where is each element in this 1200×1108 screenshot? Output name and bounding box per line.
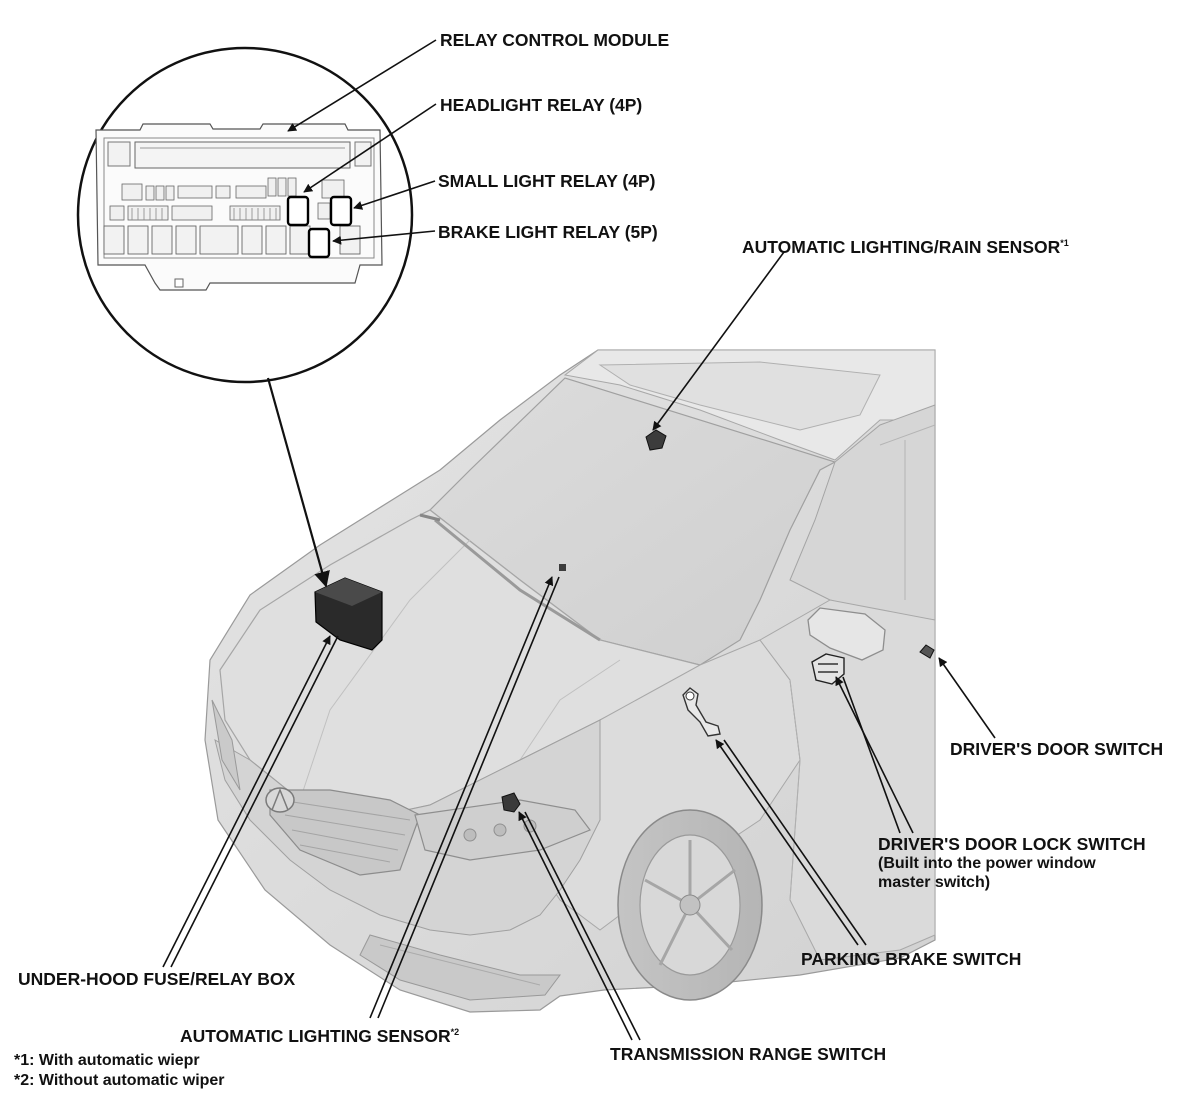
small-light-relay-label: SMALL LIGHT RELAY (4P) [438, 171, 656, 191]
auto-lighting-rain-sensor-text: AUTOMATIC LIGHTING/RAIN SENSOR [742, 237, 1061, 257]
footnote-1: *1: With automatic wiepr [14, 1052, 200, 1069]
auto-lighting-sensor-label: AUTOMATIC LIGHTING SENSOR*2 [180, 1022, 459, 1046]
transmission-range-switch-label: TRANSMISSION RANGE SWITCH [610, 1044, 887, 1064]
drivers-door-lock-switch-label: DRIVER'S DOOR LOCK SWITCH [878, 834, 1146, 854]
auto-lighting-rain-sensor-label: AUTOMATIC LIGHTING/RAIN SENSOR*1 [742, 233, 1069, 257]
footnote-2: *2: Without automatic wiper [14, 1072, 225, 1089]
headlight-relay-label: HEADLIGHT RELAY (4P) [440, 95, 643, 115]
relay-control-module-label: RELAY CONTROL MODULE [440, 30, 670, 50]
leader-lines [162, 39, 996, 1041]
relay-box-magnified-view [76, 46, 414, 384]
drivers-door-lock-switch-note-line1: (Built into the power window [878, 855, 1096, 872]
footnote-mark-2: *2 [450, 1027, 460, 1037]
parking-brake-switch-label: PARKING BRAKE SWITCH [801, 949, 1022, 969]
under-hood-fuse-relay-box-label: UNDER-HOOD FUSE/RELAY BOX [18, 969, 296, 989]
drivers-door-switch-label: DRIVER'S DOOR SWITCH [950, 739, 1164, 759]
vehicle-illustration [204, 349, 936, 1013]
drivers-door-lock-switch-note-line2: master switch) [878, 874, 991, 891]
auto-lighting-sensor-text: AUTOMATIC LIGHTING SENSOR [180, 1026, 451, 1046]
footnote-mark-1: *1 [1060, 238, 1069, 248]
brake-light-relay-label: BRAKE LIGHT RELAY (5P) [438, 222, 658, 242]
